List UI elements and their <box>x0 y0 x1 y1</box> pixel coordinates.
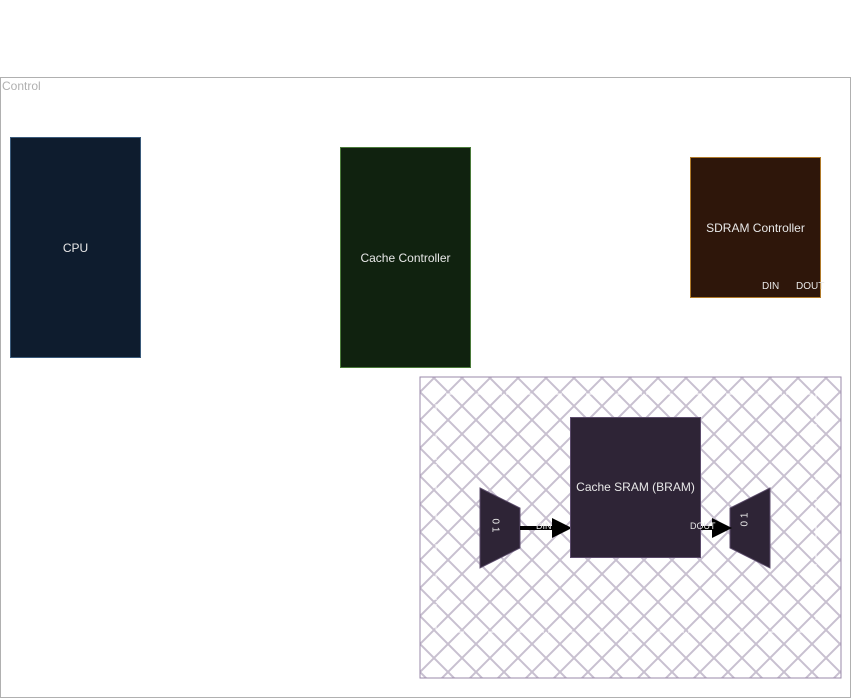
right-mux <box>729 487 771 569</box>
cache-controller-label: Cache Controller <box>360 250 451 265</box>
left-mux <box>479 487 521 569</box>
sdram-din-port: DIN <box>762 281 780 292</box>
cpu-label: CPU <box>62 240 89 255</box>
cache-controller-block: Cache Controller <box>340 147 471 368</box>
sram-din-port: DIN <box>536 521 552 531</box>
sdram-controller-block: SDRAM Controller <box>690 157 821 298</box>
control-region-label: Control <box>2 79 41 93</box>
sram-dout-port: DOUT <box>690 521 716 531</box>
inner-dashed-frame <box>435 393 817 633</box>
sdram-controller-label: SDRAM Controller <box>706 220 805 235</box>
sdram-dout-port: DOUT <box>796 281 825 292</box>
right-mux-label: 0 1 <box>739 512 751 527</box>
left-mux-label: 0 1 <box>489 518 501 533</box>
cache-sram-block <box>570 417 701 558</box>
cpu-block: CPU <box>10 137 141 358</box>
cache-sram-label: Cache SRAM (BRAM) <box>576 480 695 494</box>
